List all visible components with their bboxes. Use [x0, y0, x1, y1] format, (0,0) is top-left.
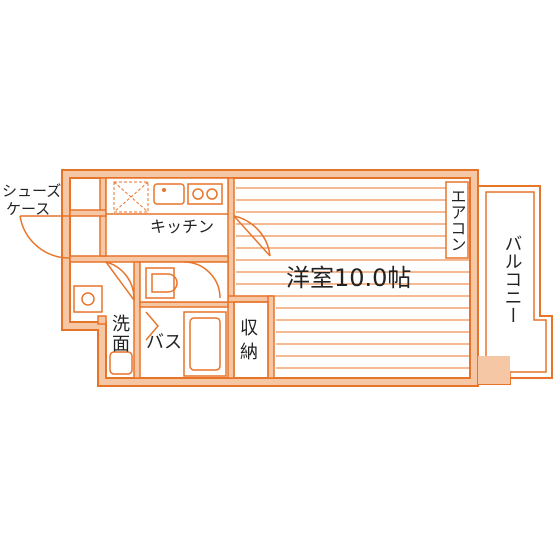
storage-closet: [233, 301, 269, 379]
bathtub: [145, 311, 227, 377]
label-shoe-case-line1: シューズ: [2, 182, 61, 200]
label-washroom-2: 面: [112, 334, 130, 355]
stove-icon: [187, 183, 223, 205]
kitchen-counter: [105, 177, 229, 215]
label-storage-1: 収: [240, 318, 258, 339]
sink-icon: [153, 183, 185, 205]
label-kitchen: キッチン: [150, 217, 214, 236]
label-balcony: バルコニー: [502, 234, 523, 324]
aircon-unit: [445, 181, 469, 259]
label-aircon: エアコン: [448, 188, 467, 252]
label-western-room: 洋室10.0帖: [286, 264, 411, 292]
label-shoe-case-line2: ケース: [6, 200, 50, 218]
toilet: [139, 261, 229, 303]
label-bath: バス: [146, 332, 182, 353]
label-washroom-1: 洗: [112, 314, 130, 335]
balcony: [477, 185, 553, 385]
western-room-flooring: [236, 187, 470, 369]
label-storage-2: 納: [240, 342, 258, 363]
entrance-door: [19, 215, 71, 259]
washroom-fixtures: [73, 261, 135, 375]
room-door: [233, 215, 271, 257]
